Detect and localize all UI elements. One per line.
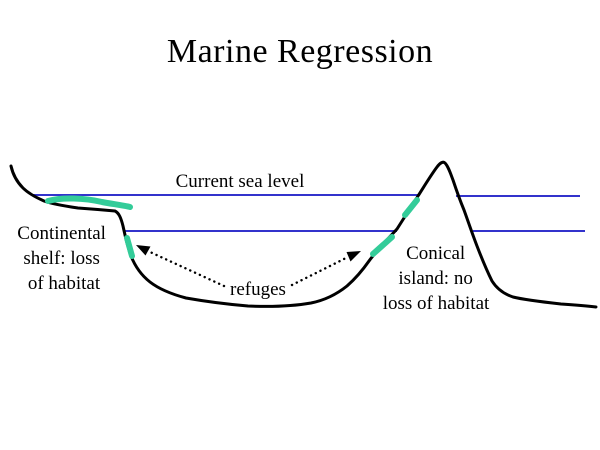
- continental-shelf-label-line2: shelf: loss: [23, 248, 100, 269]
- island-upper-refuge-highlight: [402, 197, 420, 218]
- slope-refuge-highlight: [124, 235, 135, 259]
- conical-island-label-line1: Conical: [406, 243, 465, 264]
- conical-island-label-line2: island: no: [398, 268, 472, 289]
- page-title: Marine Regression: [166, 33, 434, 70]
- continental-shelf-label-line3: of habitat: [28, 273, 101, 294]
- continental-shelf-label-line1: Continental: [17, 223, 106, 244]
- shelf-habitat-highlight: [45, 195, 133, 210]
- refuge-arrow-left-head: [136, 245, 151, 256]
- refuge-arrow-right: [290, 256, 348, 287]
- continental-shelf-label: Continental shelf: loss of habitat: [17, 223, 110, 294]
- refuge-arrow-right-head: [346, 251, 361, 262]
- conical-island-label-line3: loss of habitat: [383, 293, 490, 314]
- island-lower-refuge-highlight: [370, 234, 395, 257]
- terrain-outline: [9, 160, 598, 309]
- refuge-arrow-left: [148, 250, 226, 288]
- refuges-label: refuges: [230, 279, 286, 300]
- current-sea-level-label: Current sea level: [176, 171, 305, 192]
- conical-island-label: Conical island: no loss of habitat: [383, 243, 490, 314]
